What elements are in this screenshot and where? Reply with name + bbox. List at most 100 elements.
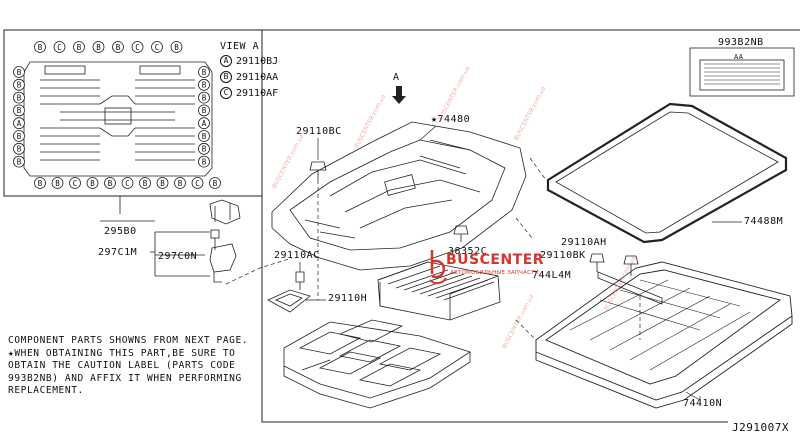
view-left-5-circle (13, 130, 25, 142)
view-a-arrow (392, 86, 406, 104)
view-top-2-circle (73, 41, 85, 53)
view-left-1-circle (13, 78, 25, 91)
label-29110h: 29110H (328, 293, 368, 304)
view-right-7-letter: B (202, 157, 207, 166)
watermark-tagline: АВТОМОБИЛЬНЫЕ ЗАПЧАСТИ (450, 270, 539, 276)
view-a-title: VIEW A (220, 41, 260, 52)
view-bottom-9-letter: C (195, 179, 200, 188)
view-left-3-circle (13, 104, 25, 117)
view-right-3-circle (198, 104, 210, 117)
view-right-4-letter: A (202, 119, 207, 128)
label-297c0n: 297C0N (158, 251, 198, 262)
view-left-3-letter: B (17, 106, 22, 115)
note-line-3: OBTAIN THE CAUTION LABEL (PARTS CODE (8, 360, 236, 371)
watermark-brand: BUSCENTER АВТОМОБИЛЬНЫЕ ЗАПЧАСТИ (428, 248, 544, 292)
view-bottom-8-circle (174, 177, 186, 189)
label-74488m: 74488M (744, 216, 784, 227)
view-bottom-9-circle (191, 177, 204, 189)
view-bottom-7-circle (156, 177, 169, 189)
view-bottom-3-circle (86, 177, 99, 189)
view-left-0-letter: B (17, 68, 22, 77)
caution-label-box (689, 47, 795, 97)
note-line-1: COMPONENT PARTS SHOWNS FROM NEXT PAGE. (8, 335, 249, 346)
dashed-link-sensor (225, 257, 293, 285)
view-top-7-circle (170, 41, 183, 53)
legend-b-key: B (220, 71, 232, 83)
view-right-6-circle (198, 142, 210, 155)
view-right-5-letter: B (202, 132, 207, 141)
view-left-7-circle (13, 155, 25, 168)
seal-inner (555, 111, 779, 234)
view-a-plate (23, 61, 213, 177)
label-view-arrow: A (393, 72, 400, 83)
view-bottom-2-letter: C (73, 179, 78, 188)
view-right-0-letter: B (202, 68, 207, 77)
label-29110bk: 29110BK (540, 250, 586, 261)
label-295b0: 295B0 (104, 226, 137, 237)
leader-74410n (685, 391, 701, 401)
view-right-6-letter: B (202, 145, 207, 154)
gasket-29110h (267, 271, 311, 313)
view-bottom-0-circle (34, 177, 46, 189)
legend-a-key: A (220, 55, 232, 67)
view-right-0-circle (198, 66, 210, 78)
part-38352c (453, 225, 469, 242)
view-top-2-letter: B (77, 43, 82, 52)
view-top-7-letter: B (174, 43, 179, 52)
view-right-3-letter: B (202, 106, 207, 115)
leader-295b0 (100, 196, 155, 222)
label-29110bc: 29110BC (296, 126, 342, 137)
view-bottom-7-letter: B (160, 179, 165, 188)
legend-a: A 29110BJ (220, 55, 278, 68)
view-right-7-circle (198, 155, 210, 168)
bolt-29110bc (309, 161, 327, 180)
note-line-4: 993B2NB) AND AFFIX IT WHEN PERFORMING (8, 372, 242, 384)
view-left-0-circle (13, 66, 25, 78)
view-bottom-6-circle (139, 177, 151, 189)
leader-74480 (419, 125, 437, 141)
label-297c1m: 297C1M (98, 247, 138, 258)
view-left-6-letter: B (17, 145, 22, 154)
view-bottom-10-circle (209, 177, 221, 189)
view-left-2-letter: B (17, 93, 22, 102)
view-right-2-letter: B (202, 93, 207, 102)
view-left-1-letter: B (17, 81, 22, 90)
view-top-4-letter: B (116, 43, 121, 52)
view-bottom-1-letter: B (55, 179, 60, 188)
view-right-1-letter: B (202, 81, 207, 90)
view-top-1-circle (53, 41, 66, 53)
drawing-id: J291007X (732, 421, 789, 434)
view-right-2-circle (198, 91, 210, 104)
view-top-1-letter: C (57, 43, 62, 52)
view-bottom-5-letter: C (125, 179, 130, 188)
view-left-2-circle (13, 91, 25, 104)
view-bottom-3-letter: B (90, 179, 95, 188)
legend-b-code: 29110AA (236, 72, 279, 83)
battery-modules (283, 261, 501, 409)
component-note: COMPONENT PARTS SHOWNS FROM NEXT PAGE. ★… (8, 335, 248, 398)
view-bottom-4-letter: B (108, 179, 113, 188)
leader-29110ac (299, 262, 326, 301)
view-top-5-letter: C (135, 43, 140, 52)
label-38352c: 38352C (448, 246, 488, 257)
buscenter-logo-icon (429, 250, 447, 285)
label-74410n: 74410N (683, 398, 723, 409)
legend-a-code: 29110BJ (236, 56, 279, 67)
view-bottom-6-letter: B (143, 179, 148, 188)
view-bottom-8-letter: B (178, 179, 183, 188)
view-right-5-circle (198, 130, 210, 142)
view-bottom-10-letter: B (213, 179, 218, 188)
view-left-5-letter: B (17, 132, 22, 141)
watermark-name: BUSCENTER (446, 252, 545, 268)
view-bottom-2-circle (69, 177, 81, 189)
view-top-6-letter: C (155, 43, 160, 52)
view-top-0-circle (34, 41, 46, 53)
view-top-5-circle (131, 41, 144, 53)
label-993b2nb: 993B2NB (718, 37, 764, 48)
view-left-6-circle (13, 142, 25, 155)
view-left-4-circle (13, 117, 25, 130)
legend-c-key: C (220, 87, 232, 99)
view-right-4-circle (198, 117, 210, 130)
